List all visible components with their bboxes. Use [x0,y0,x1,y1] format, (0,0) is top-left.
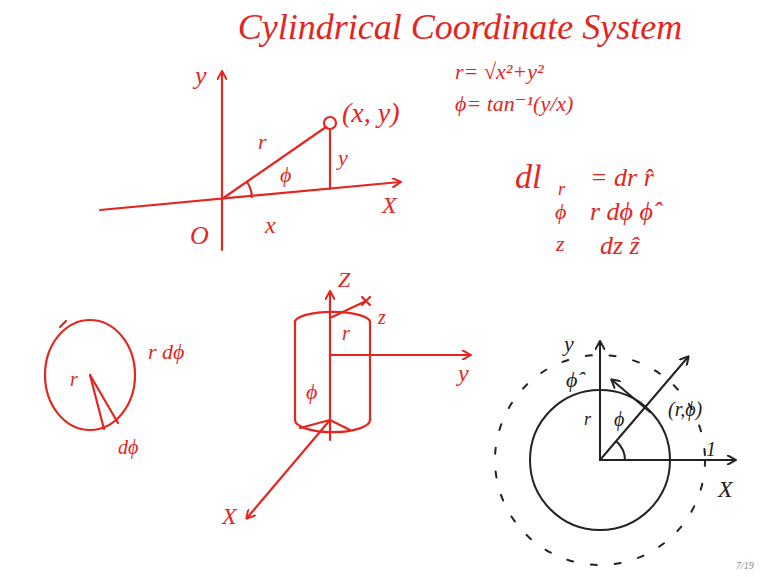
handwritten-label: Z [338,268,350,292]
handwritten-label: r [258,130,267,154]
handwritten-label: r dϕ ϕ̂ [590,198,653,227]
handwritten-label: z [556,232,565,256]
slide-title: Cylindrical Coordinate System [238,8,683,48]
handwritten-label: = dr r̂ [590,164,654,193]
handwritten-label: X [718,476,733,502]
handwritten-label: r= √x²+y² [455,60,544,84]
handwritten-label: r [342,322,350,344]
handwritten-label: 7/19 [736,560,754,571]
handwritten-label: r [558,180,565,200]
handwritten-label: ϕ= tan⁻¹(y/x) [455,92,573,116]
handwritten-label: z [378,306,386,328]
handwritten-label: ϕ [555,200,566,224]
handwritten-label: dl [515,158,541,195]
handwritten-label: (r,ϕ) [668,398,702,420]
handwritten-label: X [382,192,397,218]
handwritten-label: ϕ̂ [566,368,577,392]
handwritten-label: ϕ [306,380,317,404]
handwritten-label: (x, y) [342,98,400,129]
handwritten-label: y [458,360,469,386]
handwritten-label: r [70,368,78,390]
handwritten-label: dϕ [118,436,138,458]
handwritten-label: y [564,332,574,356]
handwritten-label: 1 [706,438,716,460]
handwritten-label: X [222,503,237,529]
handwritten-label: r [584,410,591,430]
handwritten-label: dz ẑ [600,232,640,261]
handwritten-label: ϕ [280,163,291,187]
handwritten-label: y [338,146,348,170]
handwritten-label: ϕ [614,408,624,430]
handwritten-label: O [190,222,209,251]
handwritten-label: r dϕ [148,340,184,364]
handwritten-label: y [195,62,207,91]
handwritten-label: x [265,212,276,238]
